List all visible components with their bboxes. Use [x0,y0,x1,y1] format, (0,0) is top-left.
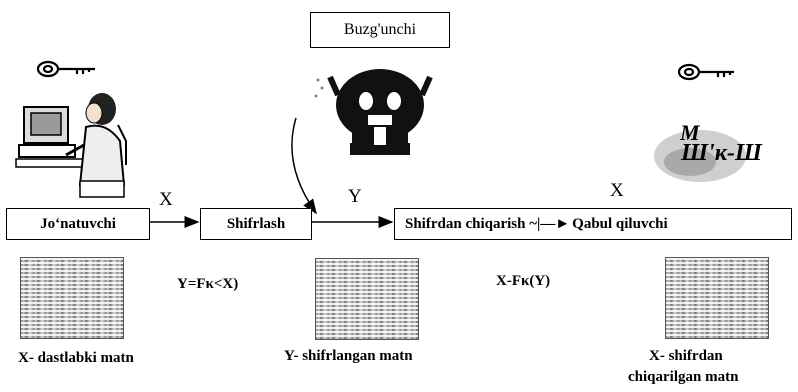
plain-caption: X- dastlabki matn [18,350,134,366]
document-icon [665,257,769,339]
attacker-label: Buzg'unchi [343,21,417,38]
encrypt-formula: Y=Fκ<X) [177,276,239,292]
decrypt-label: Shifrdan chiqarish ~|—► [405,215,571,232]
sender-label: Jo‘natuvchi [40,215,116,232]
decrypted-caption-line2: chiqarilgan matn [628,369,739,385]
key-letter: M [680,120,700,145]
document-icon [20,257,124,339]
arrow-label-x2: X [610,180,624,201]
decrypt-block: Shifrdan chiqarish ~|—► Qabul qiluvchi [394,208,792,240]
document-icon [315,258,419,340]
arrow-attacker-intercept [291,117,317,215]
cipher-caption: Y- shifrlangan matn [284,348,413,364]
key-text: Ш'к-Ш [681,140,762,166]
encrypt-block: Shifrlash [200,208,312,240]
arrow-label-y: Y [348,186,362,207]
receiver-label: Qabul qiluvchi [572,215,668,232]
encrypt-label: Shifrlash [226,215,286,232]
sender-block: Jo‘natuvchi [6,208,150,240]
arrow-label-x1: X [159,189,173,210]
attacker-label-box: Buzg'unchi [310,12,450,48]
decrypted-caption-line1: X- shifrdan [649,348,723,364]
decrypt-formula: X-Fκ(Y) [496,273,551,289]
